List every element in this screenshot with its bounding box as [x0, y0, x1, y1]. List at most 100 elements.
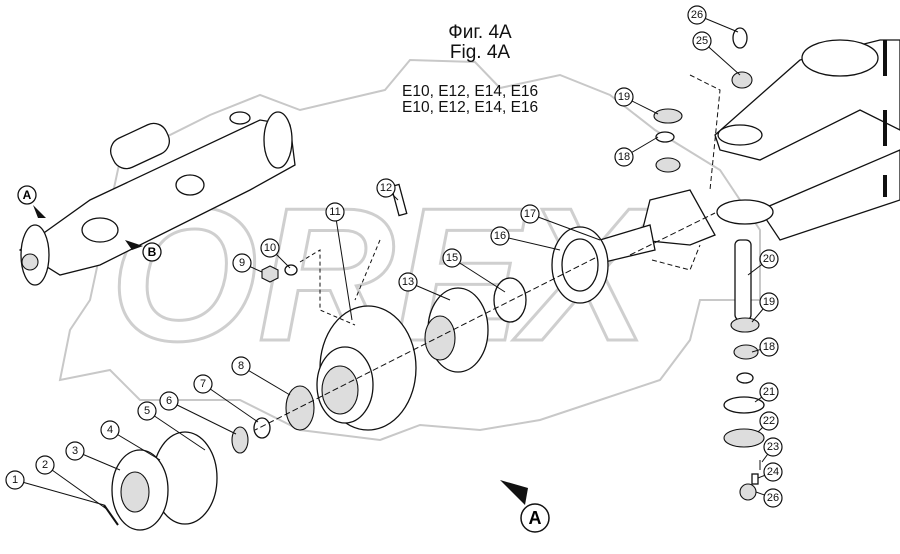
callout-12: 12 — [376, 178, 399, 201]
leader-line — [202, 383, 259, 423]
kingpin-bottom-stack — [723, 239, 765, 501]
callout-circle — [614, 147, 634, 167]
callout-number: 23 — [767, 441, 779, 453]
callout-number: 1 — [12, 474, 18, 486]
callout-circle — [763, 488, 783, 508]
model-list-2: E10, E12, E14, E16 — [402, 99, 539, 116]
callout-number: 18 — [763, 341, 775, 353]
hub-assembly — [103, 74, 721, 531]
callout-circle — [759, 292, 779, 312]
leader-line — [529, 213, 601, 241]
leader-line — [334, 211, 353, 321]
callout-17: 17 — [520, 204, 601, 241]
leader-line — [109, 429, 161, 461]
callout-7: 7 — [193, 374, 259, 423]
callout-number: 26 — [767, 492, 779, 504]
callout-19: 19 — [614, 87, 659, 115]
callout-circle — [520, 204, 540, 224]
callout-1: 1 — [5, 470, 105, 506]
callout-circle — [376, 178, 396, 198]
svg-text:A: A — [529, 508, 542, 528]
callout-circle — [759, 249, 779, 269]
callout-circle — [759, 411, 779, 431]
leader-line — [499, 235, 561, 251]
callout-circle — [763, 437, 783, 457]
callout-circle — [35, 455, 55, 475]
leader-line — [168, 400, 237, 435]
callout-4: 4 — [100, 420, 161, 461]
callout-5: 5 — [137, 401, 206, 451]
callout-3: 3 — [65, 441, 121, 471]
callout-2: 2 — [35, 455, 109, 511]
view-marker-a-bottom: A — [500, 480, 550, 533]
svg-text:B: B — [148, 245, 157, 259]
callout-number: 9 — [239, 257, 245, 269]
callout-number: 16 — [494, 230, 506, 242]
callout-circle — [159, 391, 179, 411]
callout-number: 10 — [264, 242, 276, 254]
callout-16: 16 — [490, 226, 561, 251]
callout-circle — [490, 226, 510, 246]
figure-title-en: Fig. 4A — [449, 42, 511, 63]
callout-circle — [137, 401, 157, 421]
leader-line — [44, 464, 109, 511]
callout-number: 6 — [166, 395, 172, 407]
callout-circle — [692, 31, 712, 51]
callout-10: 10 — [260, 238, 291, 269]
callout-number: 24 — [767, 466, 779, 478]
callout-11: 11 — [325, 202, 353, 321]
callout-circle — [232, 253, 252, 273]
callout-number: 7 — [200, 378, 206, 390]
callout-number: 12 — [380, 182, 392, 194]
callout-circle — [260, 238, 280, 258]
callout-number: 19 — [763, 296, 775, 308]
callout-24: 24 — [757, 462, 783, 482]
callout-15: 15 — [442, 248, 506, 293]
callout-circle — [231, 356, 251, 376]
svg-text:A: A — [23, 188, 32, 202]
callout-circle — [5, 470, 25, 490]
callout-number: 18 — [618, 151, 630, 163]
callout-circle — [398, 272, 418, 292]
callout-8: 8 — [231, 356, 291, 396]
callout-26: 26 — [755, 488, 783, 508]
callout-number: 22 — [763, 415, 775, 427]
callout-circle — [325, 202, 345, 222]
callout-9: 9 — [232, 253, 263, 273]
callout-circle — [614, 87, 634, 107]
figure-title-ru: Фиг. 4A — [448, 22, 512, 43]
callout-circle — [100, 420, 120, 440]
kingpin-top-stack — [599, 27, 753, 263]
callout-23: 23 — [761, 437, 783, 463]
callout-number: 25 — [696, 35, 708, 47]
callout-number: 21 — [763, 386, 775, 398]
callout-number: 20 — [763, 253, 775, 265]
callout-number: 4 — [107, 424, 113, 436]
callout-number: 17 — [524, 208, 536, 220]
callout-20: 20 — [747, 249, 779, 276]
view-marker-a-top: A — [17, 185, 46, 218]
callout-18: 18 — [614, 136, 659, 167]
callout-22: 22 — [757, 411, 779, 433]
callout-26: 26 — [687, 5, 739, 33]
callout-circle — [65, 441, 85, 461]
callout-number: 8 — [238, 360, 244, 372]
callout-number: 15 — [446, 252, 458, 264]
axle-arm — [714, 39, 900, 241]
callout-number: 11 — [329, 206, 340, 218]
callout-circle — [687, 5, 707, 25]
callout-19: 19 — [751, 292, 779, 323]
callout-circle — [763, 462, 783, 482]
model-list-1: E10, E12, E14, E16 — [402, 83, 539, 100]
leader-line — [14, 479, 105, 506]
callout-number: 19 — [618, 91, 630, 103]
callout-number: 5 — [144, 405, 150, 417]
callout-circle — [193, 374, 213, 394]
leader-line — [146, 410, 206, 451]
callout-circle — [759, 337, 779, 357]
callout-number: 26 — [691, 9, 703, 21]
callout-18: 18 — [751, 337, 779, 357]
callout-6: 6 — [159, 391, 237, 435]
